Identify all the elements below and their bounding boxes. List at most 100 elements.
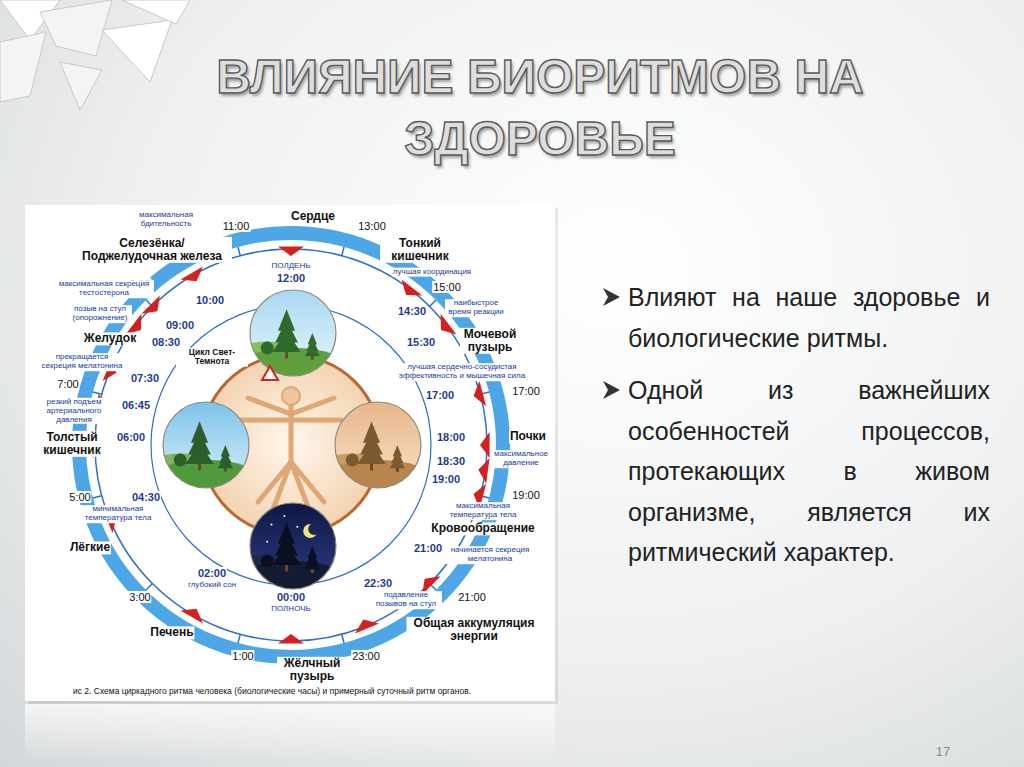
tree-crown [185, 443, 213, 464]
time-marker [180, 609, 203, 624]
organ-label: Тонкий кишечник [380, 237, 460, 263]
figure-head [282, 387, 300, 405]
hour-tick [342, 247, 344, 256]
moon-shadow [308, 523, 320, 535]
hour-label: 5:00 [68, 491, 91, 503]
inner-ring [151, 305, 431, 585]
bullet-markers [603, 288, 620, 399]
hour-tick [146, 584, 152, 590]
annotation-note: позыв на стул (опорожнение) [68, 305, 132, 323]
paper-sheet [102, 20, 172, 82]
annotation-note: максимальная температура тела [445, 502, 521, 520]
hour-label: 21:00 [457, 591, 487, 603]
bush [261, 555, 274, 568]
time-label: 18:00 [436, 431, 466, 443]
organ-label: Селезёнка/ Поджелудочная железа [72, 237, 232, 263]
time-markers [92, 246, 489, 643]
tree-trunk [198, 463, 201, 471]
organ-label: Общая аккумуляция энергии [407, 617, 542, 643]
time-marker [278, 634, 304, 644]
organ-label: Лёгкие [69, 541, 111, 554]
hour-label: 7:00 [56, 378, 79, 390]
bullet-arrow [603, 288, 620, 306]
time-marker [474, 381, 487, 406]
time-label: 10:00 [195, 294, 225, 306]
time-marker [278, 246, 304, 256]
diagram-panel [25, 205, 555, 701]
scene-picture [235, 503, 349, 600]
page-number: 17 [935, 745, 951, 759]
time-label: 12:00 [276, 272, 306, 284]
bush [346, 454, 359, 467]
time-label: 06:45 [121, 399, 151, 411]
cycle-symbol [262, 366, 278, 380]
time-label: 14:30 [397, 305, 427, 317]
tree-trunk [311, 356, 314, 360]
hour-ticks [93, 247, 489, 643]
bullet-arrow [603, 381, 620, 399]
time-label: 18:30 [436, 455, 466, 467]
tree-crown [218, 457, 233, 469]
time-label: 02:00 [197, 567, 227, 579]
annotation-note: максимальная бдительность [133, 211, 199, 229]
organ-label: Кровообращение [430, 522, 535, 535]
scene-picture [235, 290, 349, 387]
bush [174, 454, 187, 467]
annotation-note: ПОЛДЕНЬ [271, 262, 312, 271]
star [266, 541, 268, 543]
tree-trunk [224, 468, 227, 472]
hour-tick [430, 300, 436, 306]
time-label: 21:00 [413, 542, 443, 554]
scene-picture [148, 402, 262, 499]
annotation-note: начинается секреция мелатонина [446, 546, 534, 564]
paper-sheet [0, 32, 46, 102]
cycle-label: Цикл Свет-Темнота [176, 348, 248, 367]
scene-outline [250, 290, 336, 376]
scene-outline [335, 402, 421, 488]
tree-trunk [396, 468, 399, 472]
star [283, 515, 285, 517]
paper-sheet [122, 0, 190, 24]
time-label: 09:00 [165, 319, 195, 331]
time-marker [355, 620, 379, 634]
tree-crown [390, 457, 405, 469]
scene-outline [250, 503, 336, 589]
bush [261, 342, 274, 355]
star [296, 526, 298, 528]
organ-label: Толстый кишечник [32, 431, 112, 457]
time-ring [95, 249, 487, 641]
hour-label: 15:00 [432, 281, 462, 293]
annotation-note: прекращается секреция мелатонина [38, 353, 126, 371]
paper-sheet [40, 0, 112, 56]
hour-label: 1:00 [231, 650, 254, 662]
hour-label: 11:00 [222, 220, 251, 232]
organ-label: Печень [149, 626, 194, 639]
tree-trunk [311, 569, 314, 573]
hour-label: 23:00 [351, 650, 381, 662]
time-label: 00:00 [276, 591, 306, 603]
scene-ground [237, 348, 349, 387]
annotation-note: резкий подъем артериального давления [27, 398, 121, 424]
annotation-note: максимальная секреция тестостерона [54, 280, 154, 298]
figure-caption: ис 2. Схема циркадного ритма человека (б… [72, 687, 472, 696]
hour-tick [93, 392, 102, 394]
scene-outline [163, 402, 249, 488]
figure-limb [258, 462, 291, 502]
organ-label: Почки [509, 430, 547, 443]
scene-ground [150, 460, 262, 499]
tree-trunk [285, 564, 288, 572]
tree-crown [305, 345, 320, 357]
time-marker [480, 432, 490, 458]
annotation-note: максимальное давление [492, 450, 550, 468]
tree-crown [357, 443, 385, 464]
hour-tick [93, 496, 102, 498]
hour-label: 13:00 [357, 220, 387, 232]
organ-label: Желудок [83, 332, 137, 345]
paper-decoration [0, 0, 190, 110]
annotation-note: глубокий сон [187, 581, 237, 590]
time-label: 17:00 [425, 389, 455, 401]
annotation-note: лучшая сердечно-сосудистая эффективность… [396, 363, 528, 381]
bullet-list: Влияют на наше здоровье и биологические … [628, 277, 990, 585]
time-marker [478, 458, 489, 484]
